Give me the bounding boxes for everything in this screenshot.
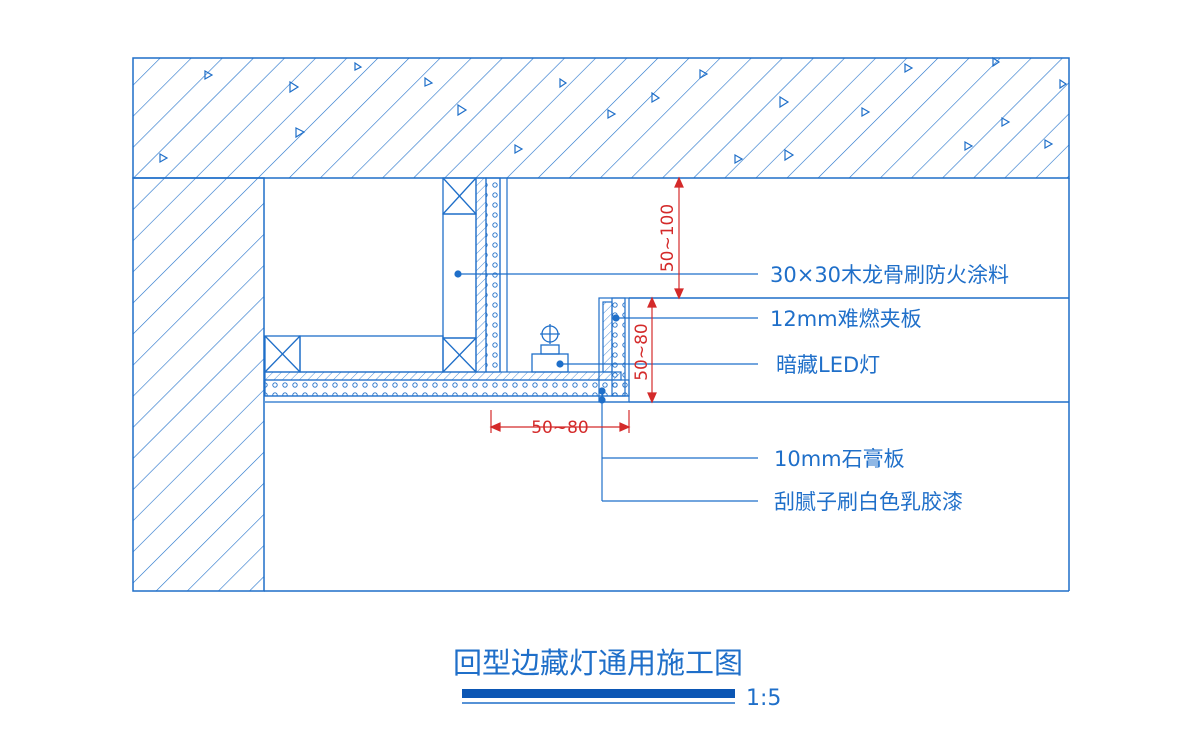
aggregate-marks [159, 56, 1068, 165]
bottom-board-layers [264, 371, 630, 403]
label-gypsum: 10mm石膏板 [774, 447, 905, 471]
vertical-board-layers [475, 177, 508, 373]
led-fixture-icon [531, 324, 569, 373]
label-putty: 刮腻子刷白色乳胶漆 [774, 490, 963, 514]
dimension-top-gap: 50~100 [658, 204, 678, 272]
right-lip-layers [598, 297, 630, 403]
title-underline-thick [462, 689, 735, 698]
label-wood-keel: 30×30木龙骨刷防火涂料 [770, 263, 1009, 287]
leader-lines [454, 270, 758, 502]
drawing-title: 回型边藏灯通用施工图 [453, 646, 743, 680]
drawing-scale: 1:5 [746, 686, 781, 711]
label-plywood: 12mm难燃夹板 [770, 307, 922, 331]
concrete-slab [132, 56, 1070, 179]
dimension-lines [489, 176, 684, 433]
label-led: 暗藏LED灯 [776, 353, 880, 377]
dimension-bottom-width: 50~80 [531, 418, 589, 438]
wood-keel-horizontal [264, 335, 444, 373]
dimension-side-height: 50~80 [632, 323, 652, 381]
boundary-lines [264, 178, 1070, 592]
left-wall [132, 177, 265, 592]
